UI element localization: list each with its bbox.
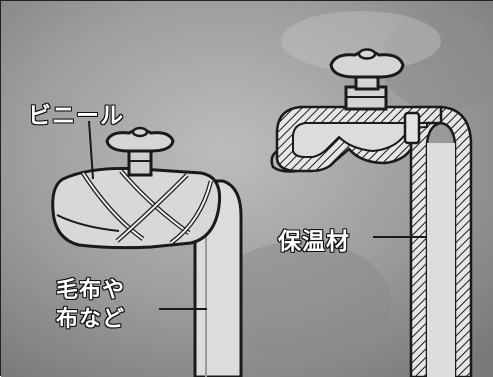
- label-vinyl: ビニール: [28, 96, 124, 130]
- right-inner-pipe: [427, 143, 455, 377]
- label-blanket-line1: 毛布や: [56, 272, 125, 304]
- label-insulation: 保温材: [278, 222, 350, 256]
- handle-knob: [359, 50, 375, 59]
- pipe-coupling: [405, 113, 419, 143]
- handle-knob: [133, 128, 147, 136]
- label-blanket-line2: 布など: [56, 301, 125, 333]
- left-valve-stem: [129, 151, 151, 175]
